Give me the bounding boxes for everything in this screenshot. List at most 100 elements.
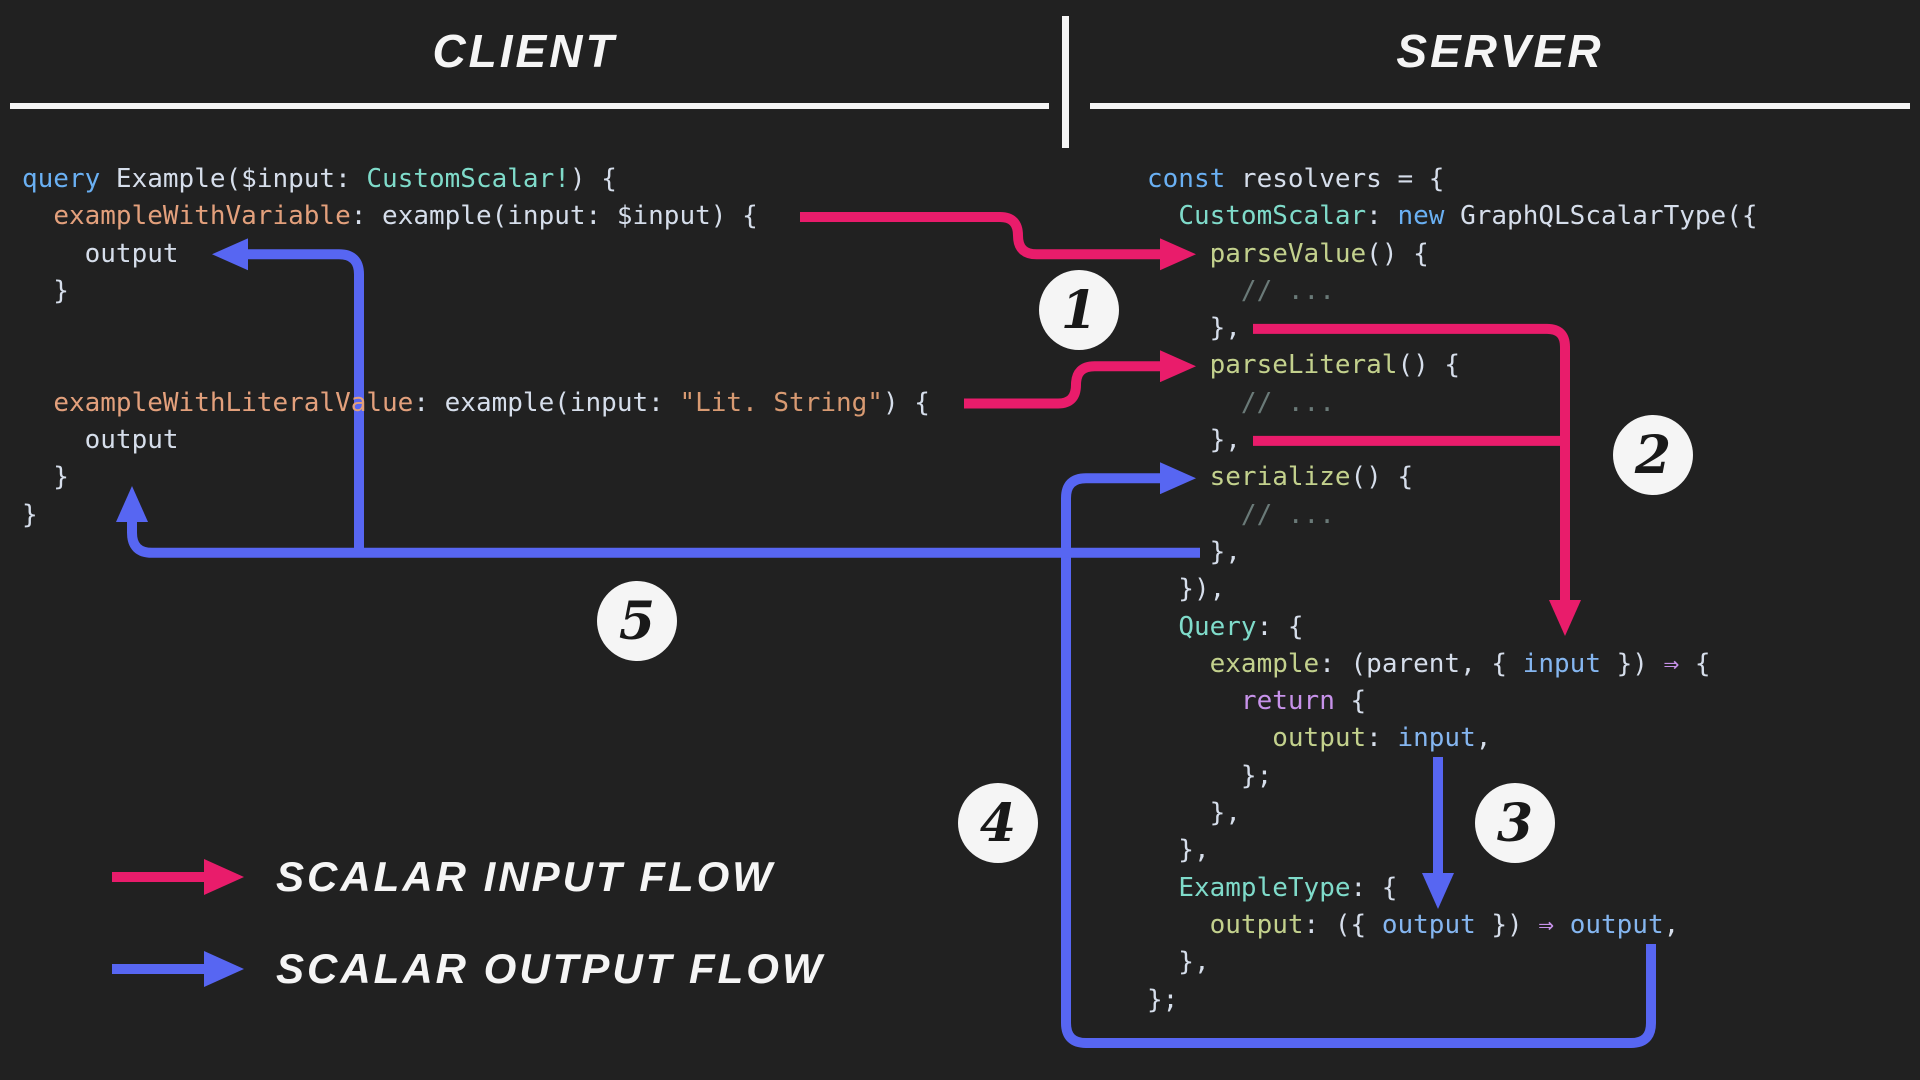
code-token-comment: // ...: [1240, 275, 1335, 306]
code-token-plain: [22, 388, 53, 418]
code-token-plain: [1147, 649, 1210, 679]
code-line: // ...: [1147, 273, 1758, 310]
code-token-function: output: [1272, 723, 1367, 754]
code-token-type: ExampleType: [1178, 872, 1351, 903]
code-token-operator: ⇒: [1663, 648, 1680, 679]
code-token-param: output: [1569, 909, 1664, 940]
code-token-plain: [1147, 612, 1178, 642]
code-line: output: [22, 422, 930, 459]
step-badge-5: 5: [597, 581, 677, 661]
code-line: const resolvers = {: [1147, 161, 1758, 198]
code-token-string: "Lit. String": [679, 387, 883, 418]
code-line: exampleWithVariable: example(input: $inp…: [22, 198, 930, 235]
client-query-code: query Example($input: CustomScalar!) { e…: [22, 161, 930, 534]
code-token-plain: [1147, 239, 1210, 269]
code-line: // ...: [1147, 497, 1758, 534]
server-header-underline: [1090, 103, 1910, 109]
code-token-keyword2: return: [1240, 686, 1335, 717]
code-token-keyword: const: [1147, 164, 1226, 194]
code-line: [22, 310, 930, 347]
arrow-variable-to-parsevalue: [800, 212, 1196, 271]
code-token-plain: [1147, 500, 1241, 530]
code-token-plain: [1147, 873, 1178, 903]
scalar-output-arrow-icon: [112, 951, 244, 987]
code-token-plain: () {: [1366, 238, 1429, 269]
code-token-param: output: [1381, 909, 1476, 940]
code-token-attr: exampleWithVariable: [53, 201, 351, 232]
code-token-plain: [1147, 686, 1241, 716]
code-token-function: parseValue: [1209, 238, 1367, 269]
code-token-plain: [1554, 910, 1570, 940]
code-line: },: [1147, 422, 1758, 459]
code-token-plain: },: [1147, 425, 1241, 456]
code-line: }),: [1147, 571, 1758, 608]
code-token-attr: exampleWithLiteralValue: [53, 387, 414, 418]
code-token-type: CustomScalar: [1178, 201, 1367, 232]
code-line: Query: {: [1147, 609, 1758, 646]
code-token-plain: ,: [1475, 723, 1492, 754]
code-token-plain: : {: [1256, 611, 1304, 642]
client-header-underline: [10, 103, 1049, 109]
code-token-plain: }),: [1147, 574, 1226, 605]
code-token-plain: };: [1147, 760, 1273, 791]
scalar-input-arrow-icon: [112, 859, 244, 895]
code-line: }: [22, 273, 930, 310]
code-token-plain: [1147, 910, 1210, 940]
arrow-serialize-to-client: [115, 486, 1200, 558]
code-token-plain: {: [1334, 686, 1367, 717]
legend-scalar-output-flow: SCALAR OUTPUT FLOW: [108, 945, 825, 993]
code-line: // ...: [1147, 385, 1758, 422]
code-token-param: input: [1522, 648, 1601, 679]
code-line: CustomScalar: new GraphQLScalarType({: [1147, 198, 1757, 235]
arrow-serialize-to-client-output-branch: [212, 238, 364, 553]
arrow-parsed-input-to-resolver: [1253, 323, 1582, 636]
code-token-plain: },: [1147, 313, 1241, 344]
code-line: }: [22, 497, 930, 534]
code-token-plain: },: [1147, 947, 1210, 978]
code-token-plain: ,: [1663, 909, 1680, 940]
code-token-plain: }: [22, 275, 69, 306]
code-line: };: [1147, 758, 1758, 795]
code-line: return {: [1147, 683, 1758, 720]
legend-label-input: SCALAR INPUT FLOW: [276, 853, 775, 900]
arrow-exampletype-to-serialize-loop: [1061, 462, 1656, 1048]
code-token-plain: [1147, 201, 1178, 231]
step-badge-3: 3: [1475, 783, 1555, 863]
code-line: },: [1147, 534, 1758, 571]
code-token-plain: };: [1147, 984, 1179, 1015]
code-line: exampleWithLiteralValue: example(input: …: [22, 385, 930, 422]
code-line: }: [22, 459, 930, 496]
code-line: output: [22, 236, 930, 273]
code-token-function: output: [1209, 909, 1304, 940]
code-token-plain: () {: [1350, 462, 1414, 493]
code-token-keyword: new: [1397, 201, 1445, 232]
code-line: query Example($input: CustomScalar!) {: [22, 161, 930, 198]
code-token-plain: : {: [1350, 872, 1398, 903]
code-token-param: input: [1397, 723, 1476, 754]
code-token-plain: output: [22, 238, 179, 269]
server-resolvers-code: const resolvers = { CustomScalar: new Gr…: [1147, 161, 1758, 1019]
code-line: parseLiteral() {: [1147, 347, 1758, 384]
code-token-comment: // ...: [1240, 499, 1335, 530]
arrow-literal-to-parseliteral: [964, 350, 1196, 409]
code-token-function: parseLiteral: [1209, 350, 1398, 381]
code-token-comment: // ...: [1240, 387, 1335, 418]
step-badge-4: 4: [958, 783, 1038, 863]
code-token-plain: [1147, 276, 1241, 306]
code-token-plain: },: [1147, 835, 1210, 866]
code-token-plain: ) {: [882, 387, 930, 418]
code-token-plain: : example(input: $input) {: [350, 201, 758, 232]
code-token-plain: : example(input:: [413, 387, 680, 418]
code-line: example: (parent, { input }) ⇒ {: [1147, 646, 1758, 683]
code-line: },: [1147, 832, 1758, 869]
code-line: [22, 347, 930, 384]
code-line: },: [1147, 944, 1758, 981]
code-token-plain: :: [1366, 723, 1398, 754]
legend-label-output: SCALAR OUTPUT FLOW: [276, 945, 825, 992]
code-token-plain: : ({: [1303, 909, 1382, 940]
code-token-plain: }): [1600, 648, 1664, 679]
code-token-plain: : (parent, {: [1319, 648, 1523, 679]
code-token-operator: ⇒: [1538, 909, 1555, 940]
